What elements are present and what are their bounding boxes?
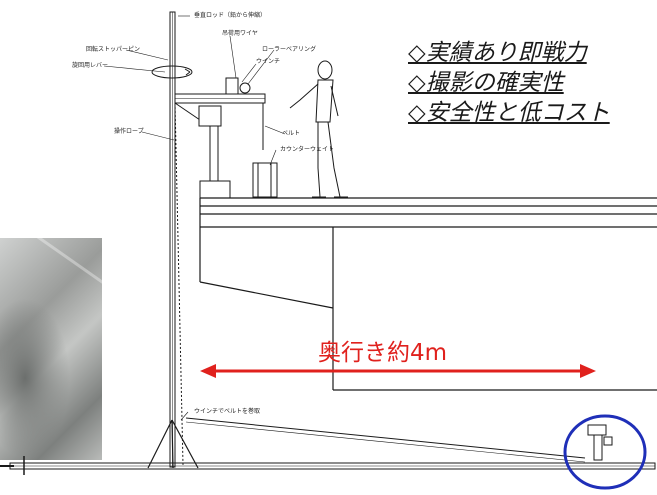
winch-box (225, 77, 239, 95)
depth-arrow (200, 364, 596, 378)
person-arm-left (289, 83, 319, 109)
operating-rope (174, 102, 184, 466)
label-winch: ウインチ (256, 58, 281, 65)
far-camera-head (587, 424, 607, 436)
person-leg-left (317, 122, 321, 198)
person-leg-right (327, 121, 341, 198)
girder-slope (199, 281, 334, 309)
pulley-wheel (239, 82, 251, 94)
label-belt: ベルト (282, 130, 301, 137)
tripod-base (147, 419, 199, 469)
label-stopper: 回転ストッパーピン (86, 46, 141, 53)
person-torso (315, 79, 334, 123)
person-arm-right (330, 85, 339, 117)
stand-post (209, 125, 219, 182)
depth-arrow-head-right (580, 364, 596, 378)
feature-item: ◇安全性と低コスト (408, 100, 610, 126)
label-vertical-rod: 垂直ロッド（鉛から伸縮） (194, 12, 267, 19)
person-figure (289, 60, 348, 198)
stand-base (199, 180, 231, 199)
counterweight-block (198, 105, 222, 127)
vertical-pole (169, 11, 176, 468)
feature-list: ◇実績あり即戦力 ◇撮影の確実性 ◇安全性と低コスト (408, 38, 610, 128)
highlight-circle (563, 414, 647, 490)
pull-line (185, 417, 586, 459)
belt-rope (174, 102, 264, 466)
ground-pipe (0, 456, 656, 475)
person-head (317, 60, 333, 80)
housing-box (252, 162, 278, 198)
label-wire: 吊荷用ワイヤ (222, 30, 258, 37)
far-camera (587, 424, 613, 461)
label-pulley: ローラーベアリング (262, 46, 317, 53)
inspection-photo (0, 238, 102, 460)
feature-item: ◇実績あり即戦力 (408, 40, 587, 66)
label-counterweight: カウンターウェイト (280, 146, 335, 153)
depth-label: 奥行き約4m (318, 340, 448, 366)
bridge-deck (199, 197, 657, 391)
feature-item: ◇撮影の確実性 (408, 70, 564, 96)
rotate-indicator (151, 65, 193, 79)
camera-housing (252, 162, 278, 198)
swing-arm (151, 65, 266, 199)
depth-arrow-head-left (200, 364, 216, 378)
label-winch-note: ウインチでベルトを巻取 (194, 408, 261, 415)
label-rotate-lever: 旋回用レバー (72, 62, 109, 69)
label-operating-rope: 操作ロープ (114, 128, 144, 135)
pull-line-2 (185, 421, 586, 463)
label-leaders (103, 15, 286, 421)
